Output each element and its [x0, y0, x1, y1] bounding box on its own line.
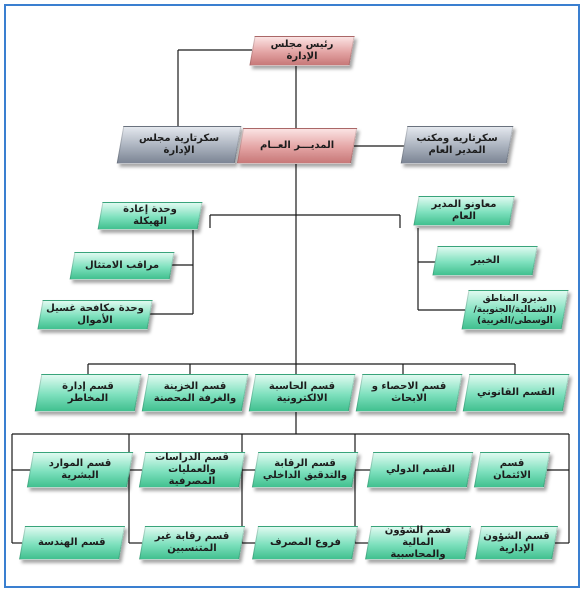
compliance-officer-box: مراقب الامتثال: [69, 252, 175, 280]
gm-office-secretary-box: سكرتاريه ومكتب المدير العام: [400, 126, 514, 164]
box-label: قسم الاحصاء و الابحاث: [371, 381, 447, 404]
box-label: قسم الرقابة والتدقيق الداخلي: [262, 458, 348, 481]
bank-branches-box: فروع المصرف: [252, 526, 358, 560]
legal-dept-box: القسم القانوني: [462, 374, 570, 412]
expert-box: الخبير: [432, 246, 538, 276]
box-label: المديـــر العــام: [259, 140, 335, 151]
board-secretary-box: سكرتارية مجلس الإدارة: [116, 126, 242, 164]
credit-dept-box: قسم الائتمان: [473, 452, 551, 488]
regional-managers-box: مديرو المناطق (الشمالية/الجنوبية/الوسطى/…: [461, 290, 569, 330]
box-label: الخبير: [470, 255, 500, 266]
internal-audit-dept-box: قسم الرقابة والتدقيق الداخلي: [251, 452, 359, 488]
box-label: فروع المصرف: [269, 537, 341, 548]
box-label: القسم القانوني: [477, 387, 555, 398]
box-label: قسم الشؤون الإدارية: [483, 531, 550, 554]
box-label: قسم الحاسبة الالكترونية: [268, 381, 336, 404]
international-dept-box: القسم الدولي: [366, 452, 474, 488]
box-label: معاونو المدير العام: [431, 199, 497, 222]
it-dept-box: قسم الحاسبة الالكترونية: [248, 374, 356, 412]
statistics-research-dept-box: قسم الاحصاء و الابحاث: [355, 374, 463, 412]
box-label: مديرو المناطق (الشمالية/الجنوبية/الوسطى/…: [473, 293, 557, 326]
box-label: رئيس مجلس الإدارة: [270, 39, 334, 62]
box-label: قسم الائتمان: [493, 458, 531, 481]
box-label: قسم الهندسة: [38, 537, 106, 548]
box-label: القسم الدولي: [385, 464, 455, 475]
box-label: سكرتاريه ومكتب المدير العام: [416, 133, 498, 156]
banking-operations-dept-box: قسم الدراسات والعمليات المصرفية: [138, 452, 246, 488]
box-label: قسم الخزينة والغرفة المحصنة: [153, 381, 237, 404]
board-chairman-box: رئيس مجلس الإدارة: [249, 36, 355, 66]
aml-unit-box: وحدة مكافحة غسيل الأموال: [37, 300, 153, 330]
box-label: قسم إدارة المخاطر: [62, 381, 114, 404]
risk-management-dept-box: قسم إدارة المخاطر: [34, 374, 142, 412]
administrative-affairs-dept-box: قسم الشؤون الإدارية: [475, 526, 558, 560]
chart-frame: [4, 4, 580, 588]
gm-assistants-box: معاونو المدير العام: [413, 196, 515, 226]
non-affiliated-oversight-dept-box: قسم رقابة غير المتنسبين: [139, 526, 245, 560]
box-label: قسم الشؤون المالية والمحاسبية: [384, 525, 452, 560]
general-manager-box: المديـــر العــام: [236, 128, 358, 164]
box-label: قسم رقابة غير المتنسبين: [154, 531, 230, 554]
finance-accounting-dept-box: قسم الشؤون المالية والمحاسبية: [365, 525, 471, 560]
treasury-vault-dept-box: قسم الخزينة والغرفة المحصنة: [141, 374, 249, 412]
box-label: قسم الموارد البشرية: [48, 458, 112, 481]
box-label: وحدة إعادة الهيكلة: [123, 204, 177, 227]
box-label: وحدة مكافحة غسيل الأموال: [46, 303, 144, 326]
box-label: سكرتارية مجلس الإدارة: [138, 133, 220, 156]
restructuring-unit-box: وحدة إعادة الهيكلة: [97, 202, 203, 230]
engineering-dept-box: قسم الهندسة: [19, 526, 125, 560]
box-label: مراقب الامتثال: [84, 260, 160, 271]
human-resources-dept-box: قسم الموارد البشرية: [26, 452, 134, 488]
box-label: قسم الدراسات والعمليات المصرفية: [155, 452, 229, 487]
